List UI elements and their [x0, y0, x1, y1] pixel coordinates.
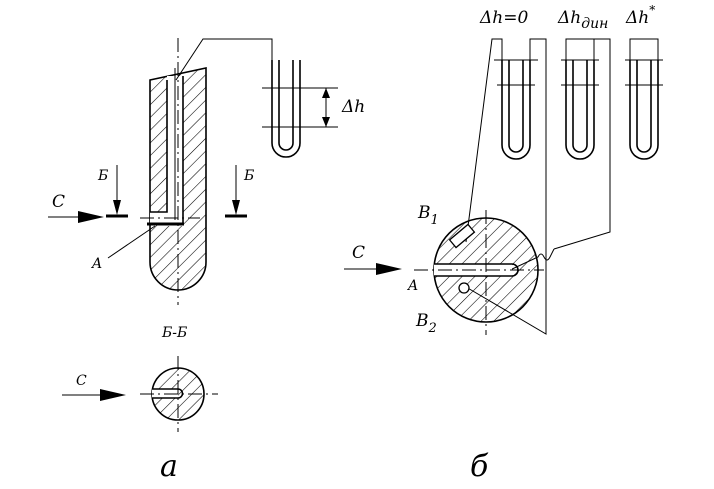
section-title: Б-Б [161, 325, 187, 341]
section-marks: Б Б [97, 165, 254, 218]
manometers-b [494, 59, 663, 160]
part-a-label: а [160, 449, 178, 484]
flow-arrow-b: C [344, 243, 402, 275]
b2-label: B2 [415, 311, 437, 336]
flow-arrow-a: C [48, 192, 104, 223]
b1-label: B1 [417, 203, 439, 228]
flow-label-c-bb: C [76, 373, 87, 389]
dh-dyn-label: Δhдин [557, 8, 608, 32]
point-a-label-b: A [406, 278, 418, 294]
header-labels-b: Δh=0 Δhдин Δh* [479, 3, 655, 32]
probe-section-a [140, 38, 273, 305]
part-b-label: б [470, 449, 489, 484]
tube-lines-b [465, 38, 659, 335]
cross-section-bb: C [62, 356, 218, 432]
delta-h-label: Δh [341, 97, 365, 117]
manometer-a: Δh [262, 60, 365, 158]
dh-star-label: Δh* [625, 3, 655, 28]
flow-label-c-b: C [352, 243, 365, 263]
section-mark-right: Б [243, 168, 254, 184]
section-mark-left: Б [97, 168, 108, 184]
point-a-label: A [90, 256, 102, 272]
cross-section-b [414, 210, 544, 335]
dh-zero-label: Δh=0 [479, 8, 528, 28]
flow-label-c: C [52, 192, 65, 212]
